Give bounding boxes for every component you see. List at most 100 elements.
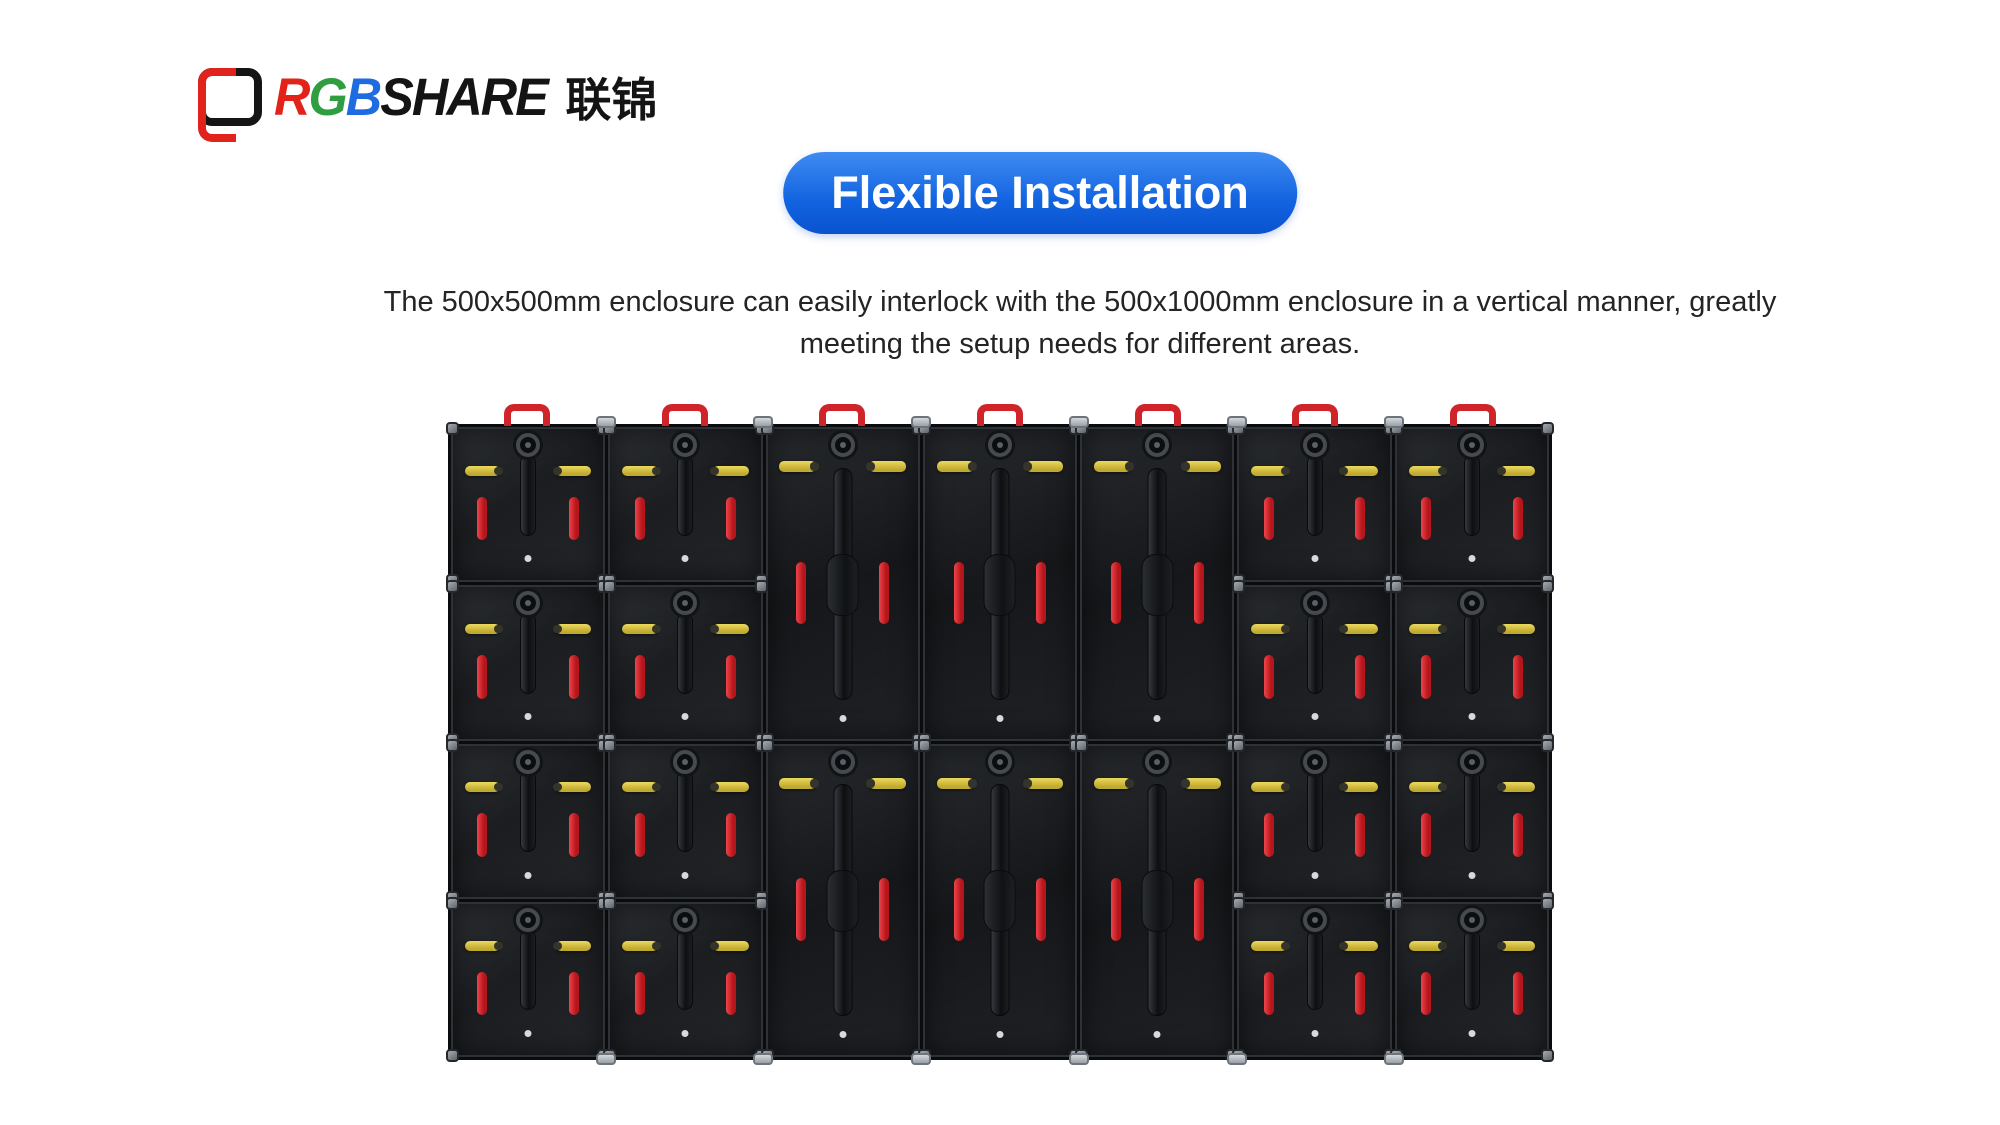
yellow-lock-icon <box>622 465 662 476</box>
cabinet-panel-small <box>446 738 611 904</box>
brand-share-text: SHARE <box>380 67 549 127</box>
yellow-lock-icon <box>552 465 592 476</box>
lock-hub-icon <box>1145 433 1170 458</box>
indicator-dot-icon <box>524 713 532 721</box>
cabinet-column <box>1389 422 1554 1062</box>
pull-handle-icon <box>833 467 853 700</box>
lock-hub-icon <box>516 907 541 932</box>
lock-hub-icon <box>1302 433 1327 458</box>
red-latch-icon <box>1420 971 1431 1016</box>
red-latch-icon <box>1512 971 1523 1016</box>
lock-hub-icon <box>1459 591 1484 616</box>
lock-hub-icon <box>1459 907 1484 932</box>
lock-hub-icon <box>987 749 1012 774</box>
seam-connector-icon <box>1384 1053 1405 1065</box>
corner-clip-icon <box>603 738 617 752</box>
red-latch-icon <box>1355 971 1366 1016</box>
cabinet-panel-tall <box>1075 422 1240 746</box>
red-latch-icon <box>1263 655 1274 699</box>
pull-handle-icon <box>1306 771 1323 853</box>
lift-handle-icon <box>503 404 550 426</box>
red-latch-icon <box>634 655 645 699</box>
yellow-lock-icon <box>622 782 662 793</box>
seam-connector-icon <box>911 1053 932 1065</box>
red-latch-icon <box>477 971 488 1016</box>
lock-hub-icon <box>516 749 541 774</box>
red-latch-icon <box>879 561 889 625</box>
yellow-lock-icon <box>464 465 504 476</box>
seam-connector-icon <box>1384 416 1405 428</box>
yellow-lock-icon <box>865 461 906 473</box>
lift-handle-icon <box>819 404 866 426</box>
yellow-lock-icon <box>1251 465 1291 476</box>
cabinet-panel-small <box>1389 422 1554 588</box>
pull-handle-icon <box>1306 929 1323 1011</box>
seam-connector-icon <box>595 1053 616 1065</box>
indicator-dot-icon <box>681 713 689 721</box>
red-latch-icon <box>1420 813 1431 857</box>
red-latch-icon <box>1512 655 1523 699</box>
yellow-lock-icon <box>622 624 662 635</box>
lock-hub-icon <box>1302 907 1327 932</box>
corner-clip-icon <box>1389 896 1403 910</box>
seam-connector-icon <box>1226 1053 1247 1065</box>
indicator-dot-icon <box>524 555 532 563</box>
section-title: Flexible Installation <box>831 167 1249 218</box>
cabinet-panel-tall <box>760 422 925 746</box>
red-latch-icon <box>953 561 964 625</box>
lift-handle-icon <box>977 404 1024 426</box>
corner-clip-icon <box>1540 422 1554 435</box>
yellow-lock-icon <box>1094 461 1135 473</box>
yellow-lock-icon <box>779 777 820 789</box>
cabinet-panel-small <box>446 580 611 746</box>
red-latch-icon <box>726 655 737 699</box>
corner-clip-icon <box>760 738 774 752</box>
lock-hub-icon <box>1302 591 1327 616</box>
red-latch-icon <box>1355 496 1366 541</box>
indicator-dot-icon <box>996 1031 1004 1039</box>
corner-clip-icon <box>754 580 768 594</box>
corner-clip-icon <box>1232 896 1246 910</box>
lock-hub-icon <box>1145 749 1170 774</box>
pull-handle-icon <box>677 929 694 1011</box>
corner-clip-icon <box>446 580 459 594</box>
lift-handle-icon <box>1292 404 1339 426</box>
corner-clip-icon <box>446 896 459 910</box>
cabinet-panel-small <box>1232 580 1397 746</box>
red-latch-icon <box>1263 813 1274 857</box>
yellow-lock-icon <box>1251 782 1291 793</box>
cabinet-panel-small <box>1232 422 1397 588</box>
cabinet-column <box>917 422 1083 1062</box>
lock-hub-icon <box>516 591 541 616</box>
red-latch-icon <box>1263 971 1274 1016</box>
red-latch-icon <box>634 813 645 857</box>
indicator-dot-icon <box>839 714 847 722</box>
cabinet-panel-tall <box>760 738 925 1062</box>
description-line-1: The 500x500mm enclosure can easily inter… <box>383 286 1777 318</box>
red-latch-icon <box>1110 878 1121 941</box>
corner-clip-icon <box>917 738 931 752</box>
lift-handles <box>448 404 1552 426</box>
pull-handle-icon <box>1147 784 1167 1017</box>
red-latch-icon <box>1512 813 1523 857</box>
red-latch-icon <box>1355 655 1366 699</box>
cabinet-panel-small <box>603 738 768 904</box>
indicator-dot-icon <box>1468 871 1476 879</box>
yellow-lock-icon <box>710 940 749 951</box>
cabinet-panel-small <box>603 896 768 1062</box>
cabinet-panel-tall <box>1075 738 1240 1062</box>
red-latch-icon <box>796 878 807 941</box>
indicator-dot-icon <box>996 714 1004 722</box>
yellow-lock-icon <box>464 940 504 951</box>
red-latch-icon <box>634 496 645 541</box>
seam-connector-icon <box>911 416 932 428</box>
red-latch-icon <box>477 496 488 541</box>
red-latch-icon <box>1193 561 1204 625</box>
corner-clip-icon <box>446 1049 459 1062</box>
lock-hub-icon <box>1459 433 1484 458</box>
yellow-lock-icon <box>936 461 977 473</box>
seam-connector-icon <box>1068 1053 1089 1065</box>
yellow-lock-icon <box>1180 777 1221 789</box>
red-latch-icon <box>477 813 488 857</box>
pull-handle-icon <box>1306 454 1323 536</box>
